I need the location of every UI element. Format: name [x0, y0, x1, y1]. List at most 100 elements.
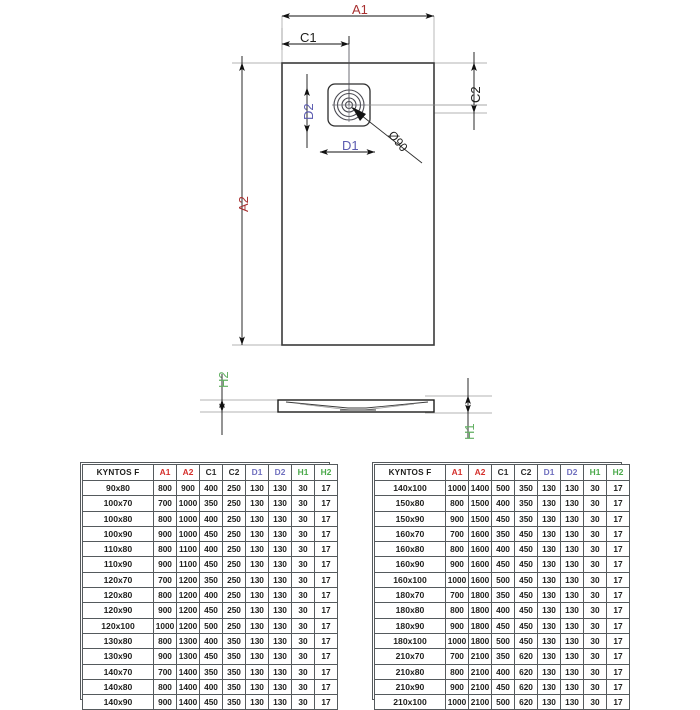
cell-a1: 700 [153, 663, 177, 680]
cell-a1: 800 [445, 602, 469, 619]
cell-c1: 450 [199, 525, 223, 543]
cell-h1: 30 [583, 571, 607, 589]
cell-c2: 450 [514, 556, 538, 573]
cell-d2: 130 [268, 632, 292, 650]
cell-h1: 30 [583, 648, 607, 665]
cell-c2: 350 [514, 479, 538, 497]
cell-a2: 2100 [468, 678, 492, 696]
cell-a2: 1200 [176, 602, 200, 619]
cell-c2: 350 [222, 632, 246, 650]
cell-c2: 620 [514, 663, 538, 680]
cell-c2: 250 [222, 479, 246, 497]
column-header-kyntos-f: KYNTOS F [82, 464, 154, 481]
cell-h2: 17 [606, 663, 630, 680]
column-header-kyntos-f: KYNTOS F [374, 464, 446, 481]
cell-h2: 17 [606, 479, 630, 497]
column-header-h2: H2 [314, 464, 338, 481]
cell-c2: 620 [514, 678, 538, 696]
cell-c1: 400 [199, 510, 223, 527]
cell-h1: 30 [291, 602, 315, 619]
cell-h1: 30 [583, 525, 607, 543]
cell-d1: 130 [245, 495, 269, 512]
cell-c1: 400 [199, 632, 223, 650]
cell-h1: 30 [583, 495, 607, 512]
cell-a2: 1000 [176, 510, 200, 527]
drain-diameter-leader [351, 107, 423, 164]
cell-h2: 17 [606, 495, 630, 512]
cell-h1: 30 [291, 663, 315, 680]
cell-c2: 620 [514, 648, 538, 665]
cell-a1: 800 [445, 663, 469, 680]
cell-d1: 130 [537, 632, 561, 650]
cell-c2: 450 [514, 571, 538, 589]
cell-c2: 620 [514, 694, 538, 710]
cell-h1: 30 [583, 556, 607, 573]
cell-h2: 17 [314, 479, 338, 497]
cell-model: 140x100 [374, 479, 446, 497]
cell-c1: 450 [491, 510, 515, 527]
cell-c1: 350 [199, 663, 223, 680]
cell-c2: 250 [222, 617, 246, 634]
cell-d2: 130 [268, 556, 292, 573]
cell-h2: 17 [314, 617, 338, 634]
cell-d1: 130 [537, 525, 561, 543]
cell-d2: 130 [268, 678, 292, 696]
cell-c2: 250 [222, 525, 246, 543]
cell-d1: 130 [537, 617, 561, 634]
cell-a1: 900 [153, 602, 177, 619]
cell-model: 150x80 [374, 495, 446, 512]
cell-a1: 700 [445, 587, 469, 604]
cell-a1: 900 [445, 510, 469, 527]
cell-c2: 350 [222, 678, 246, 696]
cell-d2: 130 [560, 571, 584, 589]
cell-model: 210x80 [374, 663, 446, 680]
cell-a1: 800 [153, 678, 177, 696]
cell-model: 180x70 [374, 587, 446, 604]
cell-d2: 130 [268, 510, 292, 527]
cell-c1: 450 [199, 694, 223, 710]
cell-d2: 130 [560, 632, 584, 650]
label-a1: A1 [352, 2, 368, 17]
cell-c2: 350 [222, 663, 246, 680]
cell-c2: 450 [514, 632, 538, 650]
cell-h2: 17 [606, 678, 630, 696]
cell-c2: 350 [222, 648, 246, 665]
cell-h1: 30 [291, 632, 315, 650]
cell-d1: 130 [245, 479, 269, 497]
cell-a1: 900 [445, 556, 469, 573]
cell-model: 130x90 [82, 648, 154, 665]
cell-c1: 500 [491, 479, 515, 497]
cell-c2: 250 [222, 510, 246, 527]
cell-h2: 17 [606, 694, 630, 710]
cell-h2: 17 [314, 632, 338, 650]
cell-d1: 130 [245, 632, 269, 650]
cell-c1: 400 [491, 541, 515, 558]
column-header-d2: D2 [560, 464, 584, 481]
cell-h2: 17 [606, 525, 630, 543]
label-h2: H2 [216, 371, 231, 388]
column-header-h1: H1 [583, 464, 607, 481]
cell-a2: 900 [176, 479, 200, 497]
cell-d2: 130 [268, 479, 292, 497]
column-header-a1: A1 [445, 464, 469, 481]
cell-d2: 130 [268, 617, 292, 634]
cell-c1: 350 [491, 648, 515, 665]
cell-d2: 130 [560, 510, 584, 527]
cell-a2: 1500 [468, 495, 492, 512]
cell-model: 180x90 [374, 617, 446, 634]
label-c2: C2 [468, 86, 483, 103]
cell-a1: 1000 [445, 632, 469, 650]
cell-model: 120x90 [82, 602, 154, 619]
cell-h2: 17 [314, 525, 338, 543]
cell-a2: 1800 [468, 602, 492, 619]
